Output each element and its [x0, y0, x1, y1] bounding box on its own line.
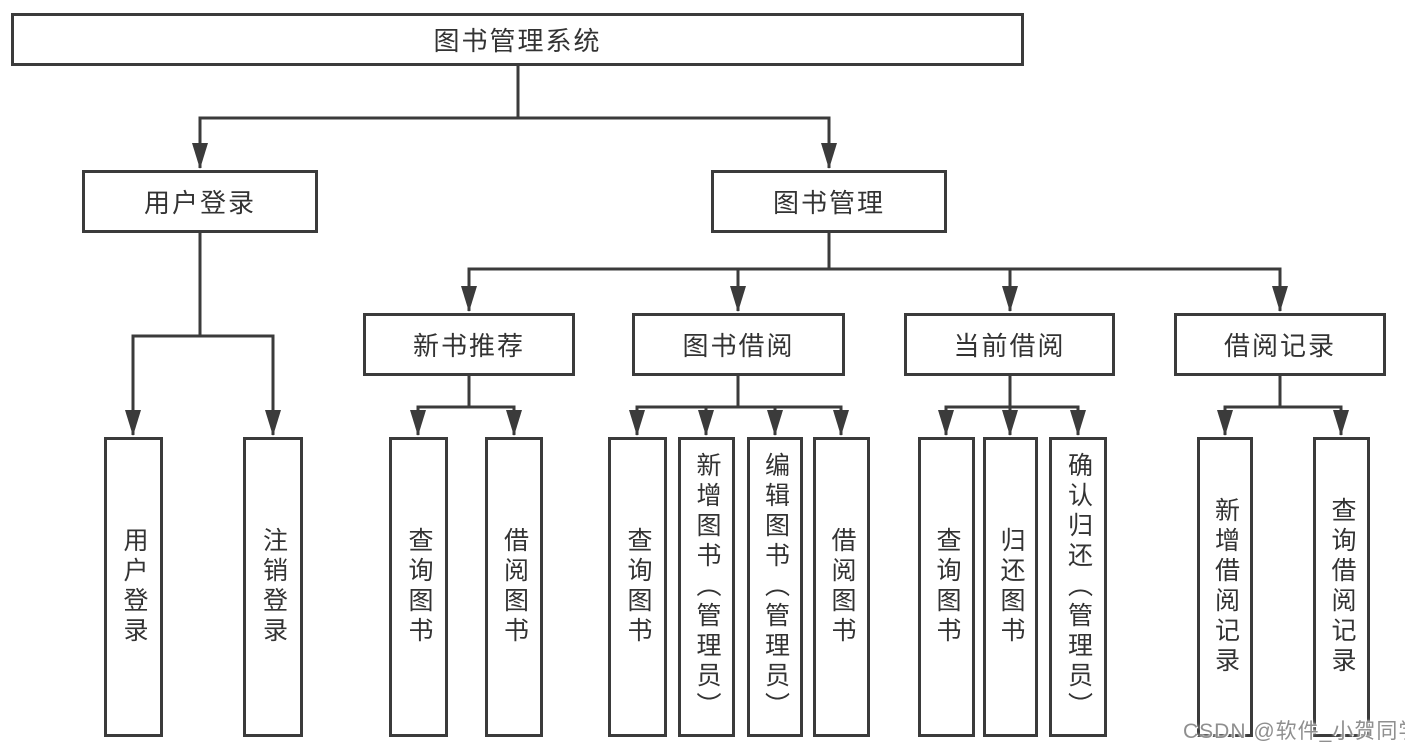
csdn-watermark: CSDN @软件_小贺同学 [1183, 720, 1405, 743]
node-borrowing-records: 借阅记录 [1174, 313, 1386, 376]
node-root-system: 图书管理系统 [11, 13, 1024, 66]
leaf-query-borrow-record: 查询借阅记录 [1313, 437, 1370, 737]
leaf-query-books-recommend: 查询图书 [389, 437, 448, 737]
leaf-query-books-borrowing: 查询图书 [608, 437, 667, 737]
leaf-logout-login: 注销登录 [243, 437, 303, 737]
node-user-login: 用户登录 [82, 170, 318, 233]
leaf-query-books-current: 查询图书 [918, 437, 975, 737]
leaf-edit-books-admin: 编辑图书（管理员） [747, 437, 803, 737]
leaf-borrow-books-borrowing: 借阅图书 [813, 437, 870, 737]
leaf-borrow-books-recommend: 借阅图书 [485, 437, 543, 737]
leaf-add-borrow-record: 新增借阅记录 [1197, 437, 1253, 737]
leaf-confirm-return-admin: 确认归还（管理员） [1049, 437, 1107, 737]
node-book-management: 图书管理 [711, 170, 947, 233]
leaf-add-books-admin: 新增图书（管理员） [678, 437, 735, 737]
node-current-borrowing: 当前借阅 [904, 313, 1115, 376]
node-new-book-recommend: 新书推荐 [363, 313, 575, 376]
leaf-user-login: 用户登录 [104, 437, 163, 737]
leaf-return-books: 归还图书 [983, 437, 1038, 737]
node-book-borrowing: 图书借阅 [632, 313, 845, 376]
